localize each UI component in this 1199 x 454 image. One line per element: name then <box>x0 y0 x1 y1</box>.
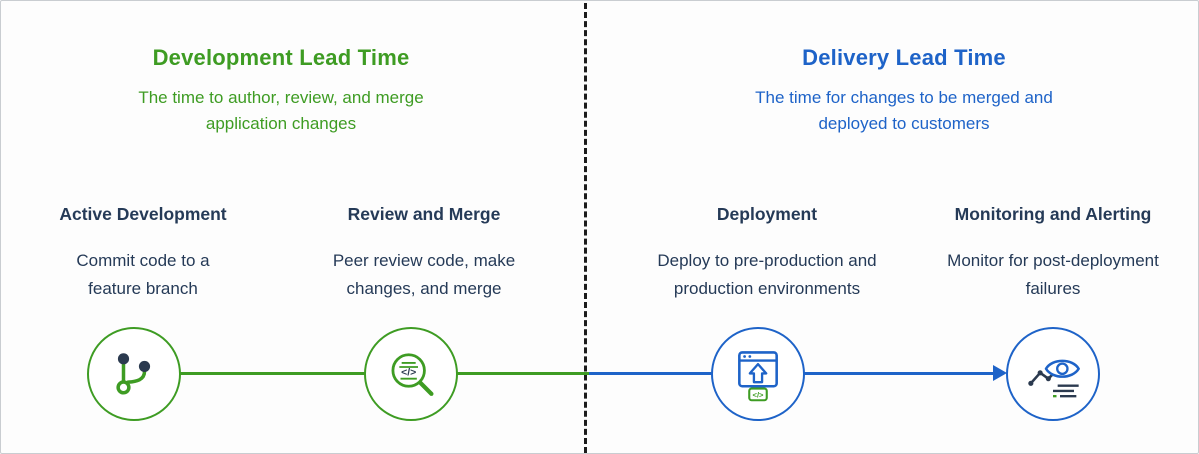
timeline-arrowhead-icon <box>993 365 1007 381</box>
development-subtitle: The time to author, review, and merge ap… <box>138 88 424 134</box>
stage-description: Monitor for post-deployment failures <box>947 251 1159 299</box>
git-branch-icon <box>87 327 181 421</box>
development-section-header: Development Lead Time The time to author… <box>1 45 561 138</box>
svg-text:</>: </> <box>401 367 416 379</box>
delivery-subtitle: The time for changes to be merged and de… <box>755 88 1053 134</box>
timeline-connector-development <box>134 372 589 375</box>
stage-description: Deploy to pre-production and production … <box>657 251 877 299</box>
stage-description: Peer review code, make changes, and merg… <box>332 251 516 299</box>
stage-title: Active Development <box>59 204 227 224</box>
stage-active-development: Active Development Commit code to a feat… <box>3 204 283 303</box>
delivery-section-header: Delivery Lead Time The time for changes … <box>609 45 1198 138</box>
dashed-section-divider <box>584 3 587 453</box>
development-title: Development Lead Time <box>152 45 410 70</box>
code-review-magnifier-icon: </> <box>364 327 458 421</box>
stage-deployment: Deployment Deploy to pre-production and … <box>627 204 907 303</box>
stage-description: Commit code to a feature branch <box>76 251 210 299</box>
stage-title: Monitoring and Alerting <box>954 204 1152 224</box>
monitoring-eye-icon <box>1006 327 1100 421</box>
stage-title: Deployment <box>716 204 818 224</box>
svg-text:</>: </> <box>753 390 765 399</box>
delivery-title: Delivery Lead Time <box>802 45 1006 70</box>
stage-review-and-merge: Review and Merge Peer review code, make … <box>284 204 564 303</box>
deploy-window-icon: </> <box>711 327 805 421</box>
stage-title: Review and Merge <box>347 204 501 224</box>
stage-monitoring-and-alerting: Monitoring and Alerting Monitor for post… <box>913 204 1193 303</box>
